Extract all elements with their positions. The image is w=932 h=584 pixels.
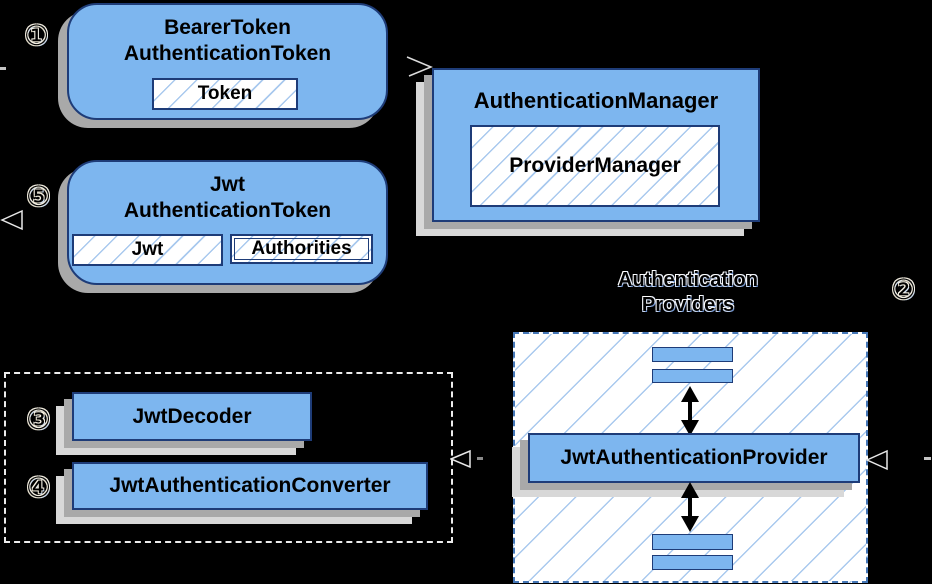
step-3-badge: ③ bbox=[26, 404, 52, 435]
generic-provider-bar bbox=[652, 534, 733, 550]
jwt-token-title-line1: Jwt bbox=[209, 173, 245, 196]
provider-manager-label: ProviderManager bbox=[509, 154, 681, 177]
double-arrow-icon bbox=[681, 386, 699, 436]
jwt-converter-label: JwtAuthenticationConverter bbox=[109, 474, 391, 497]
jwt-token-title-line2: AuthenticationToken bbox=[123, 199, 332, 222]
bearer-token-title-line1: BearerToken bbox=[164, 16, 291, 39]
authorities-field: Authorities bbox=[230, 234, 373, 264]
step-5-badge: ⑤ bbox=[26, 181, 52, 212]
arrowhead-left-icon bbox=[865, 449, 888, 471]
generic-provider-bar bbox=[652, 347, 733, 362]
jwt-converter-node: JwtAuthenticationConverter bbox=[72, 462, 428, 510]
jwt-decoder-label: JwtDecoder bbox=[132, 404, 252, 428]
connector-dash-top-left bbox=[0, 67, 6, 70]
authorities-field-label: Authorities bbox=[251, 238, 352, 259]
step-4-badge: ④ bbox=[26, 472, 52, 503]
decoder-group-container bbox=[4, 372, 453, 543]
jwt-decoder-node: JwtDecoder bbox=[72, 392, 312, 441]
token-field-label: Token bbox=[197, 83, 253, 104]
providers-heading-line1: Authentication bbox=[618, 269, 758, 291]
jwt-provider-node: JwtAuthenticationProvider bbox=[528, 433, 860, 483]
authorities-inner-frame: Authorities bbox=[234, 238, 369, 260]
generic-provider-bar bbox=[652, 555, 733, 570]
jwt-provider-label: JwtAuthenticationProvider bbox=[560, 446, 828, 469]
token-field: Token bbox=[152, 78, 298, 110]
provider-manager-box: ProviderManager bbox=[470, 125, 720, 207]
arrowhead-left-icon bbox=[0, 209, 23, 231]
double-arrow-icon bbox=[681, 482, 699, 532]
jwt-field-label: Jwt bbox=[131, 239, 164, 260]
step-1-badge: ① bbox=[24, 20, 50, 51]
connector-dash-right bbox=[924, 457, 931, 460]
generic-provider-bar bbox=[652, 369, 733, 383]
jwt-token-node: Jwt AuthenticationToken bbox=[67, 160, 388, 285]
arrowhead-left-icon bbox=[450, 449, 471, 469]
step-2-badge: ② bbox=[891, 274, 917, 305]
jwt-field: Jwt bbox=[72, 234, 223, 266]
providers-heading-line2: Providers bbox=[641, 294, 735, 316]
providers-heading: Authentication Providers bbox=[588, 268, 788, 318]
connector-dash-mid bbox=[477, 457, 483, 460]
bearer-token-node: BearerToken AuthenticationToken bbox=[67, 3, 388, 120]
arrowhead-right-icon bbox=[406, 56, 433, 77]
bearer-token-title-line2: AuthenticationToken bbox=[123, 42, 332, 65]
auth-manager-title: AuthenticationManager bbox=[473, 88, 719, 113]
